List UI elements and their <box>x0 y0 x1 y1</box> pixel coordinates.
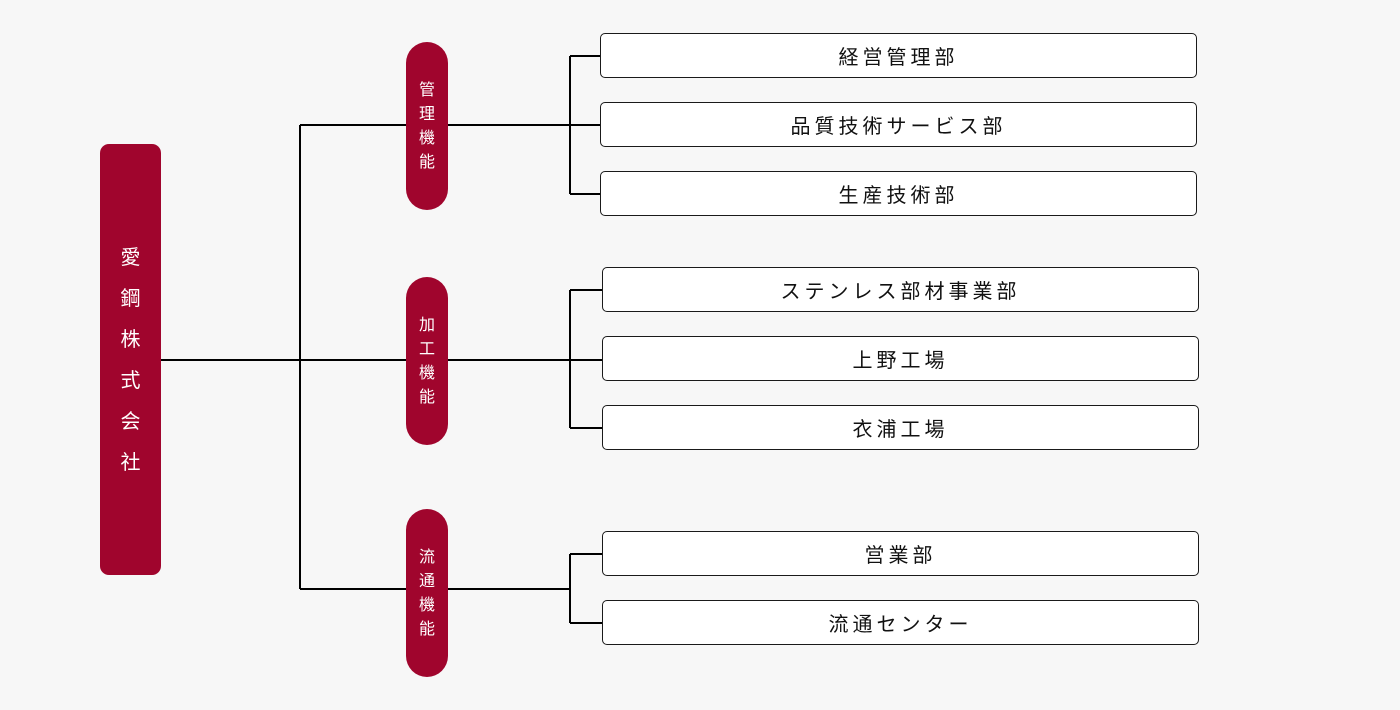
vertical-char: 社 <box>120 449 141 474</box>
department-box: 生産技術部 <box>600 171 1197 216</box>
department-box: 衣浦工場 <box>602 405 1199 450</box>
vertical-char: 機 <box>418 595 435 614</box>
department-box: 流通センター <box>602 600 1199 645</box>
vertical-char: 機 <box>418 128 435 147</box>
vertical-char: 能 <box>418 152 435 171</box>
company-name: 愛鋼株式会社 <box>121 237 141 483</box>
vertical-char: 機 <box>418 363 435 382</box>
vertical-char: 会 <box>120 408 141 433</box>
function-node-kanri: 管理機能 <box>406 42 448 210</box>
vertical-char: 能 <box>418 387 435 406</box>
vertical-char: 能 <box>418 619 435 638</box>
department-box: ステンレス部材事業部 <box>602 267 1199 312</box>
department-box: 営業部 <box>602 531 1199 576</box>
function-node-ryutsu: 流通機能 <box>406 509 448 677</box>
vertical-char: 鋼 <box>120 285 141 310</box>
function-label: 加工機能 <box>419 313 435 409</box>
vertical-char: 管 <box>418 80 435 99</box>
vertical-char: 通 <box>418 571 435 590</box>
vertical-char: 流 <box>418 547 435 566</box>
function-label: 管理機能 <box>419 78 435 174</box>
vertical-char: 株 <box>120 326 141 351</box>
vertical-char: 工 <box>418 339 435 358</box>
department-box: 品質技術サービス部 <box>600 102 1197 147</box>
department-box: 上野工場 <box>602 336 1199 381</box>
company-node: 愛鋼株式会社 <box>100 144 161 575</box>
vertical-char: 愛 <box>120 244 141 269</box>
function-label: 流通機能 <box>419 545 435 641</box>
vertical-char: 理 <box>418 104 435 123</box>
department-box: 経営管理部 <box>600 33 1197 78</box>
vertical-char: 加 <box>418 315 435 334</box>
vertical-char: 式 <box>120 367 141 392</box>
function-node-kakou: 加工機能 <box>406 277 448 445</box>
